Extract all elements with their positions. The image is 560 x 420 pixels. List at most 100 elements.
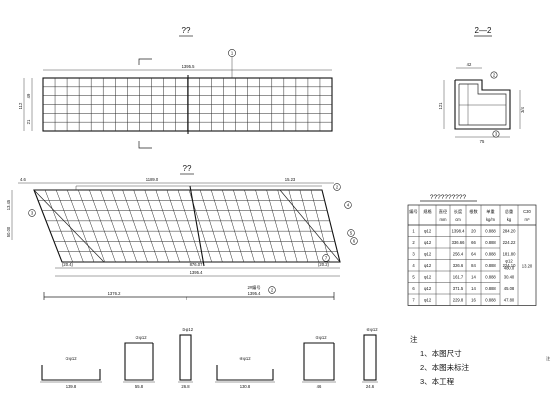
rebar-vertical	[111, 189, 138, 263]
section-dim-width: 75	[480, 139, 485, 144]
rebar-vertical	[100, 189, 127, 263]
rebar-vertical	[78, 189, 106, 263]
table-cell: 224.10	[503, 263, 516, 268]
callout-number: 2	[271, 288, 274, 293]
material-table: ?????????? 编号规格直径mm长度cm根数单重kg/m总重kgC30m³…	[407, 194, 537, 306]
bar-length: 1395.4	[248, 291, 261, 296]
section-cut-mark-top	[138, 58, 152, 65]
table-merged-cell: φ12	[505, 258, 513, 263]
section-outline	[454, 79, 511, 130]
bar-shape	[363, 334, 377, 381]
elevation-a-rebar-grid	[43, 75, 332, 134]
bar-shape-label: ②φ12	[135, 335, 147, 340]
table-cell: φ12	[424, 275, 432, 280]
dim-top-main: 1189.0	[146, 177, 159, 182]
table-cell: 371.5	[453, 286, 464, 291]
callout-circle	[228, 49, 236, 57]
section-title: 2—2	[475, 26, 492, 35]
rebar-vertical	[133, 189, 159, 263]
table-cell: 0.888	[485, 229, 496, 234]
bar-shape-dim: 26.8	[181, 384, 190, 389]
bar-shape-dim: 139.8	[66, 384, 77, 389]
rebar-vertical	[55, 189, 84, 263]
section-rebar-outline	[458, 83, 507, 126]
table-cell: 0.888	[485, 275, 496, 280]
table-cell: 14	[471, 275, 476, 280]
bar-shape-label: ⑥φ12	[366, 327, 378, 332]
break-mark: /	[186, 296, 188, 301]
callout-circle	[350, 237, 358, 245]
table-cell: 1398.4	[452, 229, 465, 234]
dim-bottom-total: 1395.4	[190, 270, 203, 275]
section-cut-mark-bottom	[138, 141, 152, 149]
table-cell: 20	[471, 229, 476, 234]
table-cell: 256.4	[453, 252, 464, 257]
dim-bottom-right: (20.2)	[318, 262, 330, 267]
callout-number: 2	[493, 73, 496, 78]
table-header-cell: 单重	[486, 208, 494, 215]
dim-top-right: 15.23	[285, 177, 296, 182]
callout-circle	[344, 201, 352, 209]
callout-number: 3	[495, 132, 498, 137]
callout-number: 2	[336, 185, 339, 190]
table-cell: φ12	[424, 240, 432, 245]
rebar-vertical	[288, 189, 309, 263]
elevation-a: ?? 1395.5 112 49 21 1	[18, 26, 333, 149]
dim-top-left: 4.6	[20, 177, 26, 182]
table-header-cell: 直径	[439, 208, 447, 214]
side-dim-1: 13.45	[6, 199, 11, 210]
elevation-b-rebar-grid	[33, 185, 341, 267]
table-grid	[407, 204, 537, 306]
table-cell: 326.6	[453, 263, 464, 268]
dim-part-1: 49	[26, 93, 31, 98]
rebar-vertical	[66, 189, 95, 263]
side-note: 注	[546, 355, 551, 362]
callout-circle	[490, 71, 498, 79]
rebar-vertical	[255, 189, 277, 263]
table-header-cell: 根数	[469, 208, 478, 215]
table-cell: 4	[412, 263, 415, 268]
rebar-vertical	[177, 189, 202, 263]
rebar-vertical	[233, 189, 255, 263]
table-cell: 284.20	[503, 229, 516, 234]
side-dim-2: 50.00	[6, 226, 11, 237]
dim-height: 112	[18, 102, 23, 109]
bar-shape-label: ⑤φ12	[315, 335, 327, 340]
table-cell: 0.888	[485, 263, 496, 268]
section-2-2: 2—2 42 121 75 3/4 2 3	[438, 26, 525, 144]
callout-number: 3	[31, 211, 34, 216]
notes: 注 1、本图尺寸 2、本图未标注 3、本工程 注	[410, 334, 551, 386]
table-header-cell: 规格	[423, 208, 432, 215]
bar-shape	[179, 334, 192, 381]
table-cell: 229.8	[453, 298, 464, 303]
table-header-cell: C30	[523, 209, 531, 214]
callout-circle	[322, 254, 330, 262]
table-cell: φ12	[424, 286, 432, 291]
table-unit-cell: cm	[455, 217, 461, 222]
bar-shape-dim: 130.8	[240, 384, 251, 389]
table-header-cell: 编号	[409, 208, 417, 215]
elevation-b: ?? 4.6 1189.0 15.23 13.45 50.00 (20.4) 8…	[6, 164, 358, 301]
table-cell: 224.22	[503, 240, 516, 245]
table-cell: φ12	[424, 263, 432, 268]
table-cell: 0.888	[485, 252, 496, 257]
rebar-vertical	[144, 189, 170, 263]
note-item-1: 1、本图尺寸	[420, 348, 462, 358]
callout-number: 5	[350, 231, 353, 236]
bar-shape	[124, 342, 154, 381]
rebar-vertical	[222, 189, 245, 263]
rebar-vertical	[44, 189, 73, 263]
table-unit-cell: m³	[525, 217, 530, 222]
section-dim-top: 42	[467, 62, 472, 67]
table-cell: 161.7	[453, 275, 464, 280]
table-cell: 84	[471, 263, 476, 268]
table-cell: 0.888	[485, 286, 496, 291]
rebar-vertical	[155, 189, 180, 263]
rebar-vertical	[199, 189, 223, 263]
table-unit-cell: kg/m	[486, 217, 496, 222]
table-cell: 47.80	[504, 298, 515, 303]
table-unit-cell: mm	[440, 217, 447, 222]
bar-shape-dim: 46	[317, 384, 322, 389]
